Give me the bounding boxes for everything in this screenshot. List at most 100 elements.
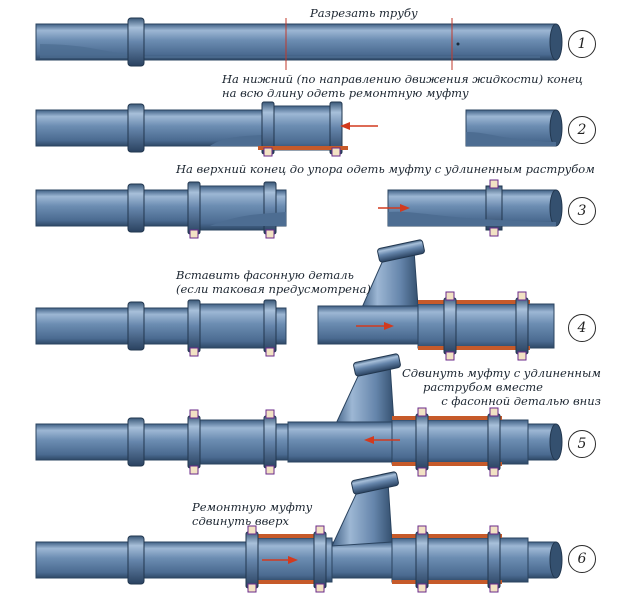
bolt: [517, 351, 527, 361]
step-number-badge: 5: [568, 430, 596, 458]
pipe-end: [549, 541, 563, 579]
sleeve-gasket: [258, 146, 348, 150]
step-5-caption: Сдвинуть муфту с удлиненным раструбом вм…: [402, 366, 601, 408]
sediment-layer: [40, 44, 540, 58]
socket-collar: [127, 301, 145, 351]
bolt: [417, 583, 427, 593]
bolt: [263, 147, 273, 157]
bolt: [517, 291, 527, 301]
sleeve-collar: [415, 413, 429, 471]
sleeve-collar: [187, 181, 201, 235]
bolt: [265, 465, 275, 475]
bolt: [265, 229, 275, 239]
socket-collar: [127, 417, 145, 467]
sleeve-gasket: [418, 300, 530, 304]
caption-line: раструбом вместе: [423, 380, 543, 394]
bolt: [445, 291, 455, 301]
sediment-layer: [210, 212, 286, 226]
step-number-badge: 4: [568, 314, 596, 342]
sediment-layer: [388, 211, 556, 226]
step-number-badge: 6: [568, 545, 596, 573]
bolt: [265, 409, 275, 419]
bolt: [417, 407, 427, 417]
sleeve-collar: [187, 415, 201, 469]
sleeve-collar: [443, 297, 457, 355]
pipe-end: [549, 423, 563, 461]
step-6-illustration: [35, 471, 563, 593]
bolt: [265, 347, 275, 357]
bolt: [315, 525, 325, 535]
step-2-illustration: [35, 101, 563, 157]
socket-collar: [127, 103, 145, 153]
long-socket-sleeve: [391, 419, 529, 465]
step-1-illustration: [35, 17, 563, 70]
caption-line: Разрезать трубу: [310, 6, 418, 20]
socket-collar: [127, 183, 145, 233]
step-4-caption: Вставить фасонную деталь (если таковая п…: [176, 268, 371, 296]
caption-line: сдвинуть вверх: [192, 514, 289, 528]
damage-spot: [456, 42, 460, 46]
step-3-illustration: [35, 179, 563, 239]
long-socket-sleeve: [391, 537, 529, 583]
pipe-end: [549, 189, 563, 227]
repair-sleeve: [187, 419, 277, 465]
repair-sleeve: [187, 303, 277, 349]
step-number-badge: 3: [568, 197, 596, 225]
step-2-caption: На нижний (по направлению движения жидко…: [222, 72, 583, 100]
bolt: [417, 467, 427, 477]
bolt: [489, 525, 499, 535]
caption-line: с фасонной деталью вниз: [441, 394, 601, 408]
sleeve-collar: [313, 531, 327, 589]
bolt: [189, 409, 199, 419]
arrow-head: [384, 322, 394, 330]
sleeve-collar: [515, 297, 529, 355]
bolt: [331, 147, 341, 157]
bolt: [489, 583, 499, 593]
sleeve-gasket: [392, 580, 502, 584]
step-6-caption: Ремонтную муфту сдвинуть вверх: [192, 500, 312, 528]
caption-line: Ремонтную муфту: [192, 500, 313, 514]
bolt: [315, 583, 325, 593]
step-number-badge: 2: [568, 116, 596, 144]
caption-line: Сдвинуть муфту с удлиненным: [402, 366, 601, 380]
step-4-illustration: [35, 239, 555, 361]
caption-line: На верхний конец до упора одеть муфту с …: [176, 162, 595, 176]
caption-line: На нижний (по направлению движения жидко…: [222, 72, 583, 86]
sleeve-gasket: [246, 534, 326, 538]
step-3-caption: На верхний конец до упора одеть муфту с …: [176, 162, 595, 176]
sleeve-collar: [263, 299, 277, 353]
sleeve-collar: [487, 531, 501, 589]
bolt: [189, 229, 199, 239]
bolt: [189, 347, 199, 357]
step-number-badge: 1: [568, 30, 596, 58]
caption-line: на всю длину одеть ремонтную муфту: [222, 86, 469, 100]
caption-line: Вставить фасонную деталь: [176, 268, 354, 282]
bolt: [247, 525, 257, 535]
bolt: [489, 407, 499, 417]
fitting-branch-collar: [353, 353, 401, 377]
bolt: [489, 227, 499, 237]
sleeve-collar: [487, 413, 501, 471]
fitting-branch-collar: [377, 239, 425, 263]
sleeve-collar: [187, 299, 201, 353]
pipe-end: [549, 23, 563, 61]
arrow-head: [288, 556, 298, 564]
socket-collar: [127, 17, 145, 67]
socket-collar: [127, 535, 145, 585]
bolt: [445, 351, 455, 361]
step-1-caption: Разрезать трубу: [310, 6, 418, 20]
arrow-head: [400, 204, 410, 212]
sleeve-gasket: [418, 346, 530, 350]
sleeve-gasket: [392, 462, 502, 466]
step-5-illustration: [35, 353, 563, 477]
long-socket-sleeve: [417, 303, 555, 349]
fitting-body: [287, 421, 393, 463]
fitting-body: [317, 305, 419, 345]
sleeve-collar: [245, 531, 259, 589]
sleeve-gasket: [392, 534, 502, 538]
repair-sleeve: [261, 105, 343, 151]
sleeve-collar: [415, 531, 429, 589]
sleeve-collar: [263, 415, 277, 469]
arrow-head: [340, 122, 350, 130]
